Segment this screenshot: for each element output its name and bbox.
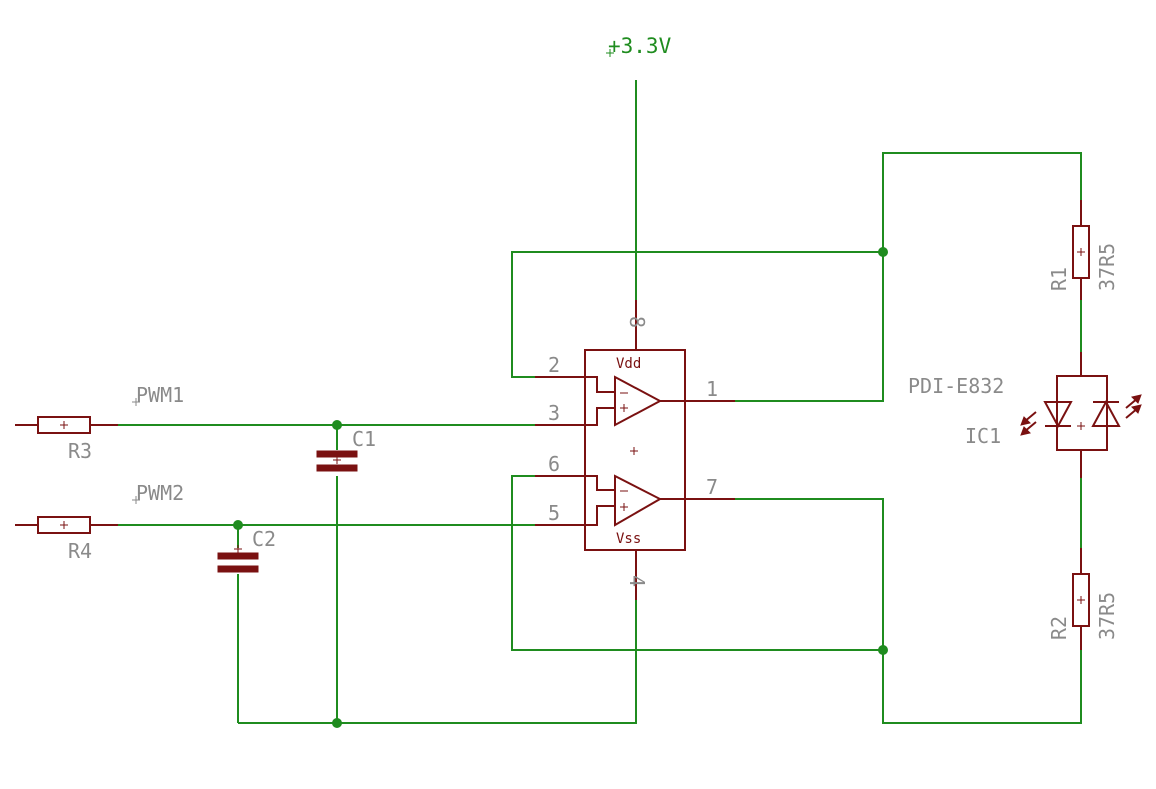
light-emission-arrows-icon [1125, 394, 1142, 419]
capacitor-c1-name: C1 [352, 427, 376, 451]
pin-number-2: 2 [548, 353, 560, 377]
pin-number-7: 7 [706, 475, 718, 499]
resistor-r4[interactable]: R4 [15, 516, 118, 563]
resistor-r1-name: R1 [1047, 267, 1071, 291]
led-ic1[interactable]: PDI-E832 IC1 [908, 352, 1142, 478]
junction-dot [233, 520, 243, 530]
wire-out1 [735, 152, 1082, 402]
led-name: IC1 [965, 424, 1001, 448]
net-label-pwm1: PWM1 [132, 383, 184, 407]
resistor-r2[interactable]: R2 37R5 [1047, 548, 1119, 650]
wires [118, 80, 1082, 724]
junction-dot [332, 718, 342, 728]
opamp-vss-label: Vss [616, 531, 641, 547]
capacitor-c1[interactable]: C1 [316, 427, 376, 472]
net-label-pwm2: PWM2 [132, 481, 184, 505]
wire-ground [238, 600, 637, 724]
light-reception-arrows-icon [1020, 411, 1037, 436]
pin-number-8: 8 [625, 316, 649, 328]
supply-label: +3.3V [608, 34, 672, 58]
supply-label-group: +3.3V [606, 34, 672, 58]
junction-dot [878, 645, 888, 655]
pin-number-3: 3 [548, 401, 560, 425]
resistor-r3[interactable]: R3 [15, 416, 118, 463]
opamp-vdd-label: Vdd [616, 356, 641, 372]
resistor-r4-name: R4 [68, 539, 92, 563]
capacitor-c2[interactable]: C2 [217, 527, 276, 573]
wire-out7 [735, 498, 1082, 724]
pin-number-1: 1 [706, 377, 718, 401]
led-part-number: PDI-E832 [908, 374, 1004, 398]
resistor-r1[interactable]: R1 37R5 [1047, 200, 1119, 300]
resistor-r2-name: R2 [1047, 616, 1071, 640]
resistor-r2-value: 37R5 [1095, 592, 1119, 640]
resistor-r3-name: R3 [68, 439, 92, 463]
pin-number-6: 6 [548, 452, 560, 476]
junction-dot [332, 420, 342, 430]
junctions [233, 247, 888, 728]
opamp-ic[interactable]: Vdd Vss 2 3 6 5 1 7 8 4 [535, 300, 735, 600]
resistor-r1-value: 37R5 [1095, 243, 1119, 291]
wire-feedback-1 [511, 251, 883, 378]
pin-number-5: 5 [548, 501, 560, 525]
capacitor-c2-name: C2 [252, 527, 276, 551]
pin-number-4: 4 [625, 575, 649, 587]
net-label-pwm1-text: PWM1 [136, 383, 184, 407]
junction-dot [878, 247, 888, 257]
net-label-pwm2-text: PWM2 [136, 481, 184, 505]
wire-feedback-2 [511, 475, 883, 651]
